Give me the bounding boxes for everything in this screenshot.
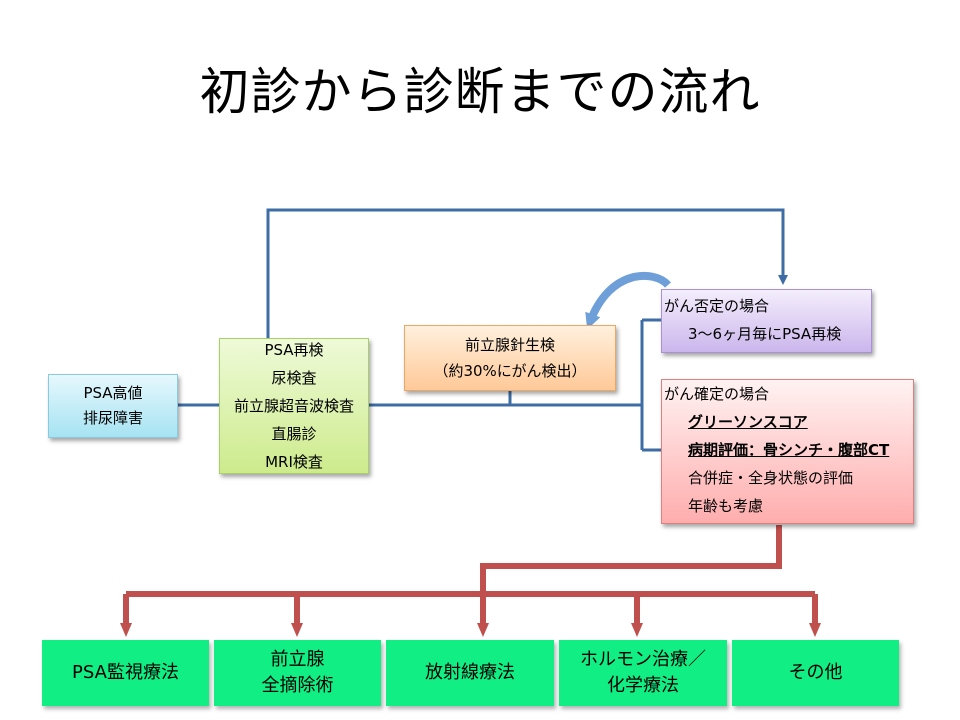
comorbidity-item: 合併症・全身状態の評価: [688, 469, 854, 487]
cancer-negative-box: がん否定の場合 3～6ヶ月毎にPSA再検: [661, 289, 872, 353]
negative-detail: 3～6ヶ月毎にPSA再検: [688, 325, 842, 343]
treatment-psa-monitoring: PSA監視療法: [42, 640, 209, 706]
biopsy-detection-rate: （約30%にがん検出）: [433, 362, 587, 380]
treatment-label: ホルモン治療／: [580, 649, 706, 670]
treatment-radiation: 放射線療法: [386, 640, 554, 706]
treatment-label: 化学療法: [607, 675, 679, 696]
positive-heading: がん確定の場合: [664, 385, 770, 403]
exam-item: 尿検査: [271, 369, 317, 387]
exam-item: 前立腺超音波検査: [233, 397, 354, 415]
treatment-label: 前立腺: [270, 649, 325, 670]
initial-findings-box: PSA高値 排尿障害: [48, 374, 178, 438]
exam-item: 直腸診: [271, 425, 317, 443]
age-item: 年齢も考慮: [688, 497, 764, 515]
biopsy-label: 前立腺針生検: [464, 336, 555, 354]
staging-item: 病期評価：骨シンチ・腹部CT: [688, 441, 890, 459]
biopsy-box: 前立腺針生検 （約30%にがん検出）: [404, 325, 616, 391]
treatment-label: 全摘除術: [261, 675, 334, 696]
initial-line: PSA高値: [83, 384, 143, 402]
negative-heading: がん否定の場合: [664, 297, 770, 315]
treatment-other: その他: [732, 640, 899, 706]
treatment-label: PSA監視療法: [72, 662, 179, 683]
examinations-box: PSA再検 尿検査 前立腺超音波検査 直腸診 MRI検査: [219, 338, 369, 474]
initial-line: 排尿障害: [82, 409, 143, 427]
exam-item: MRI検査: [265, 453, 323, 471]
connector-top-loop: [266, 208, 788, 338]
treatment-label: その他: [788, 662, 843, 683]
treatment-trunk: [480, 525, 782, 594]
treatment-label: 放射線療法: [425, 662, 515, 683]
curved-return-arrow: [585, 271, 672, 330]
gleason-score-item: グリーソンスコア: [688, 413, 808, 431]
cancer-positive-box: がん確定の場合 グリーソンスコア 病期評価：骨シンチ・腹部CT 合併症・全身状態…: [661, 379, 914, 524]
page-title: 初診から診断までの流れ: [199, 63, 761, 121]
treatment-hormone-chemo: ホルモン治療／ 化学療法: [559, 640, 727, 706]
treatment-prostatectomy: 前立腺 全摘除術: [214, 640, 381, 706]
exam-item: PSA再検: [264, 341, 324, 359]
